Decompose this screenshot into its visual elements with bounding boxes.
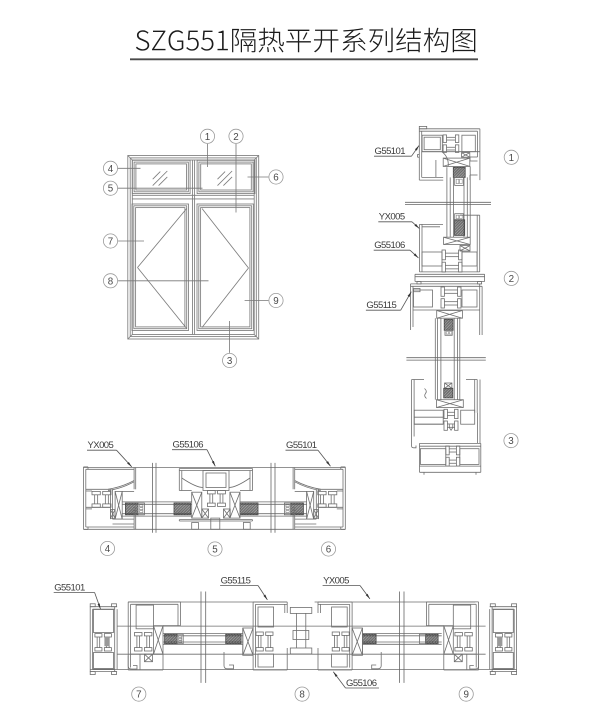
svg-text:6: 6 bbox=[273, 173, 279, 184]
svg-text:4: 4 bbox=[108, 164, 114, 175]
svg-text:3: 3 bbox=[508, 436, 514, 447]
svg-text:YX005: YX005 bbox=[323, 575, 349, 586]
svg-text:G55101: G55101 bbox=[375, 146, 406, 157]
svg-text:6: 6 bbox=[326, 545, 332, 556]
svg-text:1: 1 bbox=[509, 153, 514, 164]
svg-text:7: 7 bbox=[108, 237, 113, 248]
svg-text:5: 5 bbox=[108, 184, 114, 195]
svg-text:G55106: G55106 bbox=[173, 440, 204, 451]
svg-text:G55101: G55101 bbox=[286, 440, 317, 451]
svg-text:8: 8 bbox=[299, 690, 305, 701]
svg-text:G55106: G55106 bbox=[346, 678, 377, 689]
svg-text:G55101: G55101 bbox=[54, 582, 85, 593]
svg-text:2: 2 bbox=[233, 132, 238, 143]
svg-text:2: 2 bbox=[509, 274, 514, 285]
svg-text:3: 3 bbox=[227, 356, 233, 367]
svg-text:YX005: YX005 bbox=[379, 212, 405, 223]
svg-text:7: 7 bbox=[136, 690, 141, 701]
svg-text:5: 5 bbox=[212, 545, 218, 556]
svg-text:G55115: G55115 bbox=[366, 300, 396, 311]
svg-text:9: 9 bbox=[463, 690, 468, 701]
svg-text:9: 9 bbox=[273, 296, 278, 307]
svg-text:8: 8 bbox=[108, 276, 114, 287]
svg-text:1: 1 bbox=[205, 132, 210, 143]
svg-text:4: 4 bbox=[105, 544, 111, 555]
svg-text:YX005: YX005 bbox=[88, 440, 114, 451]
svg-text:G55106: G55106 bbox=[374, 240, 405, 251]
svg-text:G55115: G55115 bbox=[221, 575, 251, 586]
